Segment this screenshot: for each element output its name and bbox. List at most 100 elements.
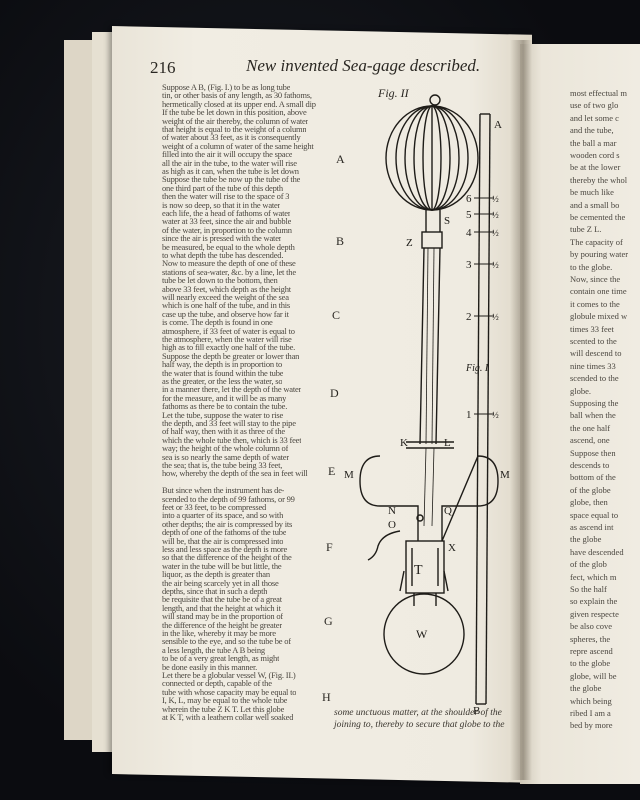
label-t: T [414, 563, 423, 578]
body-text-line: tin, or other basis of any length, as 30… [162, 90, 312, 101]
running-head: 216 New invented Sea-gage described. [150, 52, 480, 80]
body-text-line: fathoms as there be to contain the tube. [162, 401, 288, 412]
label-q: Q [444, 505, 452, 517]
body-text-line: connected or depth, capable of the [162, 678, 272, 689]
body-text-line: the water that is found within the tube [162, 367, 284, 378]
body-text-line: one third part of the tube of this depth [162, 182, 283, 193]
left-text-column: Suppose A B, (Fig. I.) to be as long tub… [162, 82, 334, 742]
body-text-line: so that the difference of the height of … [162, 552, 292, 563]
right-page [520, 44, 640, 784]
right-page-text-line: most effectual m [570, 88, 627, 98]
label-w: W [416, 627, 428, 641]
body-text-line: weight of the air thereby, the column of… [162, 115, 309, 126]
right-page-text-line: the globe [570, 683, 602, 694]
body-text-line: Suppose A B, (Fig. I.) to be as long tub… [162, 82, 291, 92]
right-page-text-line: globe. [570, 385, 592, 396]
body-text-line: each life, the a head of fathoms of wate… [162, 208, 291, 218]
collar-kl [406, 441, 454, 449]
right-page-text-line: to the globe. [570, 261, 613, 272]
right-page-text-line: will descend to [570, 348, 622, 359]
right-page-text-line: the one half [570, 422, 611, 433]
body-text-line: as the greater, or the less the water, s… [162, 376, 283, 386]
right-page-text-line: have descended [570, 546, 624, 557]
right-page-text-line: ribed I am a [570, 708, 611, 718]
right-page-text-line: be cemented the [570, 212, 626, 222]
body-text-line: is now so deep, so that it in the water [162, 199, 281, 210]
body-text-line: all the air in the tube, to the water wi… [162, 157, 297, 168]
body-text-line: how, whereby the depth of the sea in fee… [162, 468, 308, 479]
scale-frac-5: ½ [492, 210, 499, 220]
body-text-line: the depth, and 33 feet will stay to the … [162, 418, 296, 428]
fig-one-label: Fig. I [465, 363, 489, 374]
right-page-text-line: nine times 33 [570, 360, 616, 371]
body-text-line: the difference of the height be greater [162, 619, 282, 630]
mm-body [359, 455, 499, 542]
bottom-text-line-2: joining to, thereby to secure that globe… [334, 720, 505, 730]
right-page-text-line: spheres, the [570, 633, 611, 644]
right-page-text-line: be much like [570, 187, 614, 198]
body-text-line: atmosphere, if 33 feet of water is equal… [162, 325, 295, 336]
scale-num-6: 6 [466, 193, 472, 205]
body-text-line: be measured, be equal to the whole depth [162, 241, 295, 252]
body-text-line: as high as it can, when the tube is let … [162, 166, 299, 176]
label-z: Z [406, 237, 413, 249]
body-text-line: sea is so nearly the same depth of water [162, 451, 290, 462]
body-text-line: way; the height of the whole column of [162, 443, 289, 454]
body-text-line: that height is equal to the weight of a … [162, 124, 307, 134]
right-page-text-line: by pouring water [570, 249, 629, 260]
body-text-line: at K T, with a leathern collar well soak… [162, 712, 294, 722]
right-page-text-line: times 33 feet [570, 323, 614, 334]
right-page-text-line: thereby the whol [570, 174, 628, 185]
right-page-text-line: it comes to the [570, 298, 620, 309]
right-page-text-line: scented to the [570, 336, 617, 346]
label-n: N [388, 505, 396, 517]
body-text-line: to be of a very great length, as might [162, 653, 280, 664]
body-text-line: then the water will rise to the space of… [162, 191, 290, 202]
page-number: 216 [150, 58, 176, 77]
body-text-line: scended to the depth of 99 fathoms, or 9… [162, 493, 295, 504]
body-text-line: will stand may be in the proportion of [162, 611, 284, 622]
margin-letter-h: H [322, 690, 331, 704]
scale-label-top: A [494, 119, 502, 131]
margin-letter-a: A [336, 152, 345, 166]
body-text-line: high as to fill exactly one half of the … [162, 342, 296, 353]
right-page-text-line: The capacity of [570, 236, 623, 247]
scale-frac-1: ½ [492, 410, 499, 420]
scale-num-1: 1 [466, 409, 472, 421]
measuring-scale [474, 113, 494, 705]
label-m-left: M [344, 469, 354, 481]
scale-label-bottom: B [473, 705, 480, 717]
figure-caption: Fig. II [378, 86, 409, 100]
right-page-text-line: scended to the [570, 373, 619, 384]
body-text-line: half way, the depth is in proportion to [162, 359, 283, 370]
body-text-line: in a manner there, let the depth of the … [162, 384, 302, 395]
right-page-text-line: use of two glo [570, 100, 619, 111]
body-text-line: of the water, in proportion to the colum… [162, 224, 292, 235]
body-text-line: Now to measure the depth of one of these [162, 258, 296, 269]
right-page-text-line: ball when the [570, 410, 616, 421]
right-page-text-line: to the globe [570, 658, 611, 669]
body-text-line: sensible to the eye, and so the tube be … [162, 636, 291, 647]
top-ring [429, 94, 441, 106]
body-text-line: filled into the air it will occupy the s… [162, 149, 293, 160]
right-page-text-line: of the globe [570, 484, 611, 495]
ball-neck [425, 210, 441, 232]
scale-num-3: 3 [466, 259, 472, 271]
globe-w [383, 593, 465, 675]
scale-frac-2: ½ [492, 312, 499, 322]
body-text-line: since the air is pressed with the water [162, 233, 282, 244]
margin-letter-c: C [332, 308, 341, 322]
scale-frac-6: ½ [492, 194, 499, 204]
body-text-line: feet or 33 feet, to be compressed [162, 502, 267, 512]
sea-gage-diagram: A B Z S K L M M N O Q X T W 6 5 4 3 2 1 … [344, 94, 510, 717]
right-page-text-line: fect, which m [570, 571, 617, 582]
body-text-line: to what depth the tube has descended. [162, 250, 284, 260]
body-text-line: the atmosphere, when the water will rise [162, 334, 292, 344]
right-page-text-line: of the glob [570, 559, 607, 570]
body-text-line: which is one half of the tube, and in th… [162, 300, 291, 311]
right-page-text-line: Now, since the [570, 274, 621, 284]
body-text-line: in the like, whereby it may be more [162, 628, 276, 638]
body-text-line: will nearly exceed the weight of the sea [162, 292, 289, 302]
body-text-line: Suppose the tube be now up the tube of t… [162, 174, 301, 185]
